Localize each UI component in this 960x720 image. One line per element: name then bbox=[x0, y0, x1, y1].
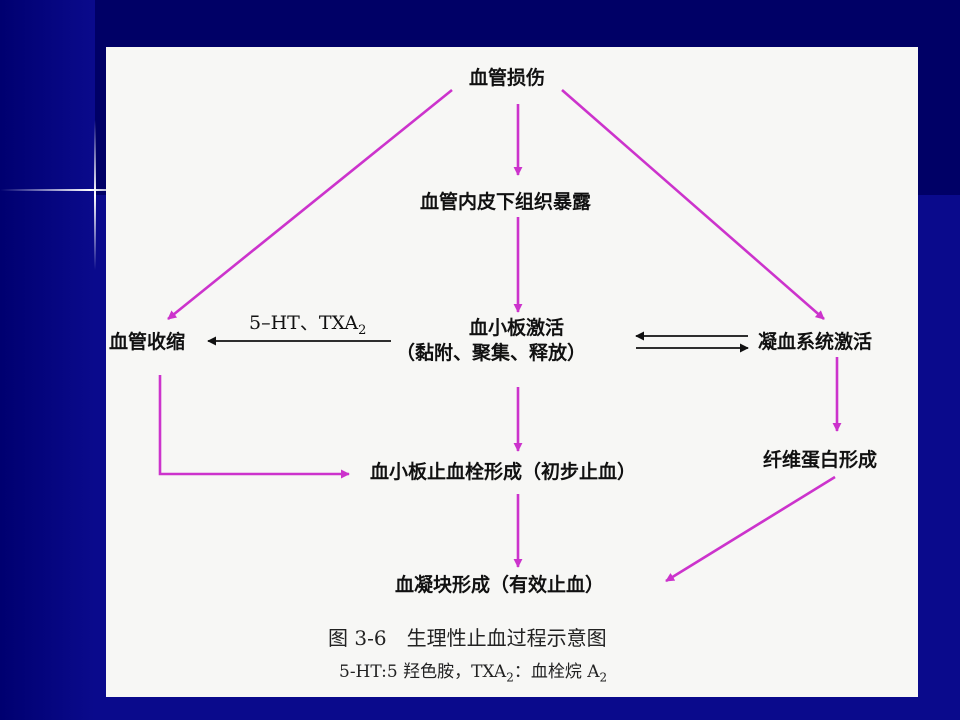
arrow-fibrin-to-clot bbox=[665, 475, 836, 583]
arrow-injury-to-coagulation bbox=[561, 89, 825, 320]
node-mediators: 5–HT、TXA2 bbox=[249, 312, 366, 342]
node-vasoconstriction: 血管收缩 bbox=[109, 331, 186, 353]
caption-note-part2: ：血栓烷 A bbox=[513, 662, 600, 682]
figure-caption-title: 图 3-6 生理性止血过程示意图 bbox=[328, 626, 607, 650]
node-vessel-injury: 血管损伤 bbox=[469, 67, 546, 89]
arrow-constriction-to-plug bbox=[158, 375, 350, 479]
arrow-injury-to-constriction bbox=[167, 88, 453, 321]
caption-note-part1: 5-HT:5 羟色胺，TXA bbox=[339, 662, 507, 682]
node-fibrin-formation: 纤维蛋白形成 bbox=[763, 449, 878, 471]
node-platelet-plug: 血小板止血栓形成（初步止血） bbox=[370, 461, 637, 483]
mediators-label: 5–HT、TXA bbox=[249, 312, 359, 334]
node-subendothelium-exposed: 血管内皮下组织暴露 bbox=[420, 191, 592, 213]
background-left-gradient bbox=[0, 0, 95, 720]
caption-note-sub1: 2 bbox=[506, 670, 514, 685]
caption-note-sub2: 2 bbox=[599, 670, 608, 685]
decorative-cross-horizontal bbox=[0, 189, 150, 191]
diagram-panel: 血管损伤 血管内皮下组织暴露 血管收缩 5–HT、TXA2 血小板激活 （黏附、… bbox=[106, 47, 918, 697]
mediators-subscript: 2 bbox=[358, 322, 367, 338]
figure-caption-note: 5-HT:5 羟色胺，TXA2：血栓烷 A2 bbox=[339, 657, 607, 684]
flow-arrows bbox=[158, 88, 842, 583]
node-clot-formation: 血凝块形成（有效止血） bbox=[395, 574, 605, 596]
node-platelet-activation-detail: （黏附、聚集、释放） bbox=[396, 342, 587, 364]
node-platelet-activation: 血小板激活 bbox=[469, 317, 565, 339]
node-coagulation-activation: 凝血系统激活 bbox=[758, 331, 873, 353]
decorative-cross-vertical bbox=[94, 120, 96, 270]
